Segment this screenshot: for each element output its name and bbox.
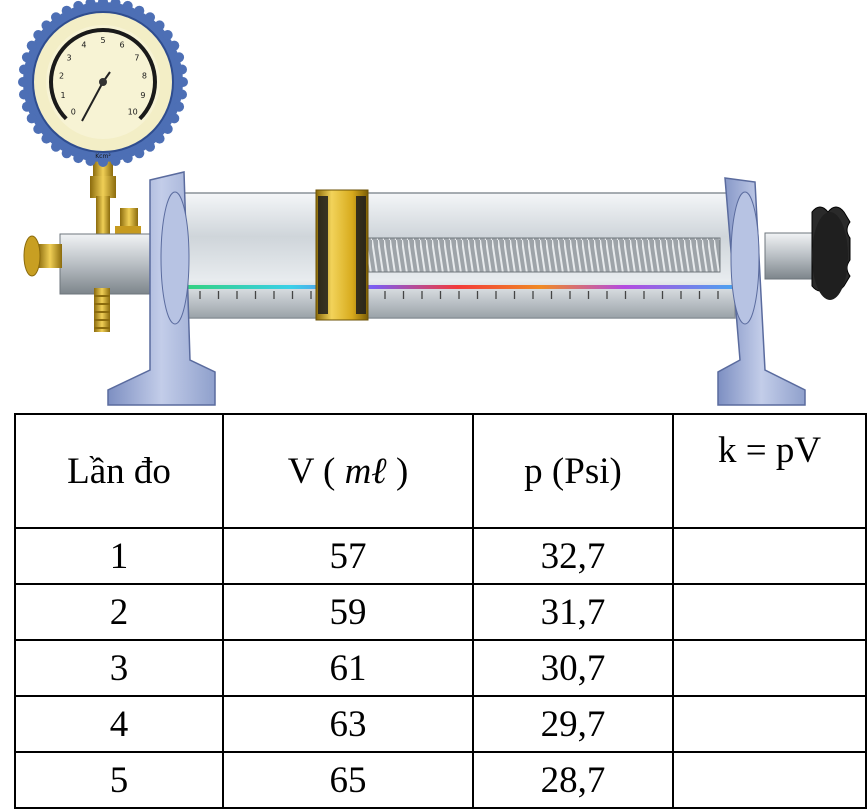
header-trial: Lần đo — [14, 413, 224, 529]
screw-knob — [764, 206, 851, 300]
gauge-number: 0 — [71, 108, 76, 117]
right-stand — [717, 177, 806, 406]
cell-volume: 57 — [222, 527, 474, 585]
gauge-number: 2 — [59, 71, 64, 80]
gauge-number: 10 — [128, 108, 138, 117]
gauge-number: 1 — [61, 91, 66, 100]
table-header-row: Lần đo V ( mℓ ) p (Psi) k = pV — [14, 413, 867, 529]
cell-pressure: 32,7 — [472, 527, 674, 585]
cell-trial: 3 — [14, 639, 224, 697]
unit-ml: mℓ — [344, 450, 387, 492]
cell-pressure: 28,7 — [472, 751, 674, 809]
cell-k — [672, 639, 867, 697]
header-volume: V ( mℓ ) — [222, 413, 474, 529]
cell-k — [672, 527, 867, 585]
header-pressure: p (Psi) — [472, 413, 674, 529]
cell-pressure: 29,7 — [472, 695, 674, 753]
piston — [315, 189, 369, 321]
gauge-number: 7 — [134, 53, 139, 62]
gauge-number: 8 — [142, 71, 147, 80]
cylinder — [179, 192, 736, 319]
gauge-stem — [90, 158, 141, 236]
cell-k — [672, 583, 867, 641]
cell-trial: 4 — [14, 695, 224, 753]
cell-pressure: 30,7 — [472, 639, 674, 697]
gauge-unit-label: Kcm² — [95, 153, 111, 160]
header-k: k = pV — [672, 413, 867, 529]
gauge-number: 5 — [100, 36, 105, 45]
gauge-number: 3 — [66, 53, 71, 62]
valve-body — [23, 233, 161, 332]
gauge-number: 6 — [120, 41, 125, 50]
gauge-number: 9 — [140, 91, 145, 100]
cell-volume: 63 — [222, 695, 474, 753]
cell-trial: 2 — [14, 583, 224, 641]
cell-volume: 59 — [222, 583, 474, 641]
gauge-needle — [81, 81, 104, 122]
cell-pressure: 31,7 — [472, 583, 674, 641]
cell-k — [672, 695, 867, 753]
left-stand — [107, 171, 216, 406]
cell-trial: 1 — [14, 527, 224, 585]
cell-volume: 61 — [222, 639, 474, 697]
gauge-number: 4 — [81, 41, 86, 50]
